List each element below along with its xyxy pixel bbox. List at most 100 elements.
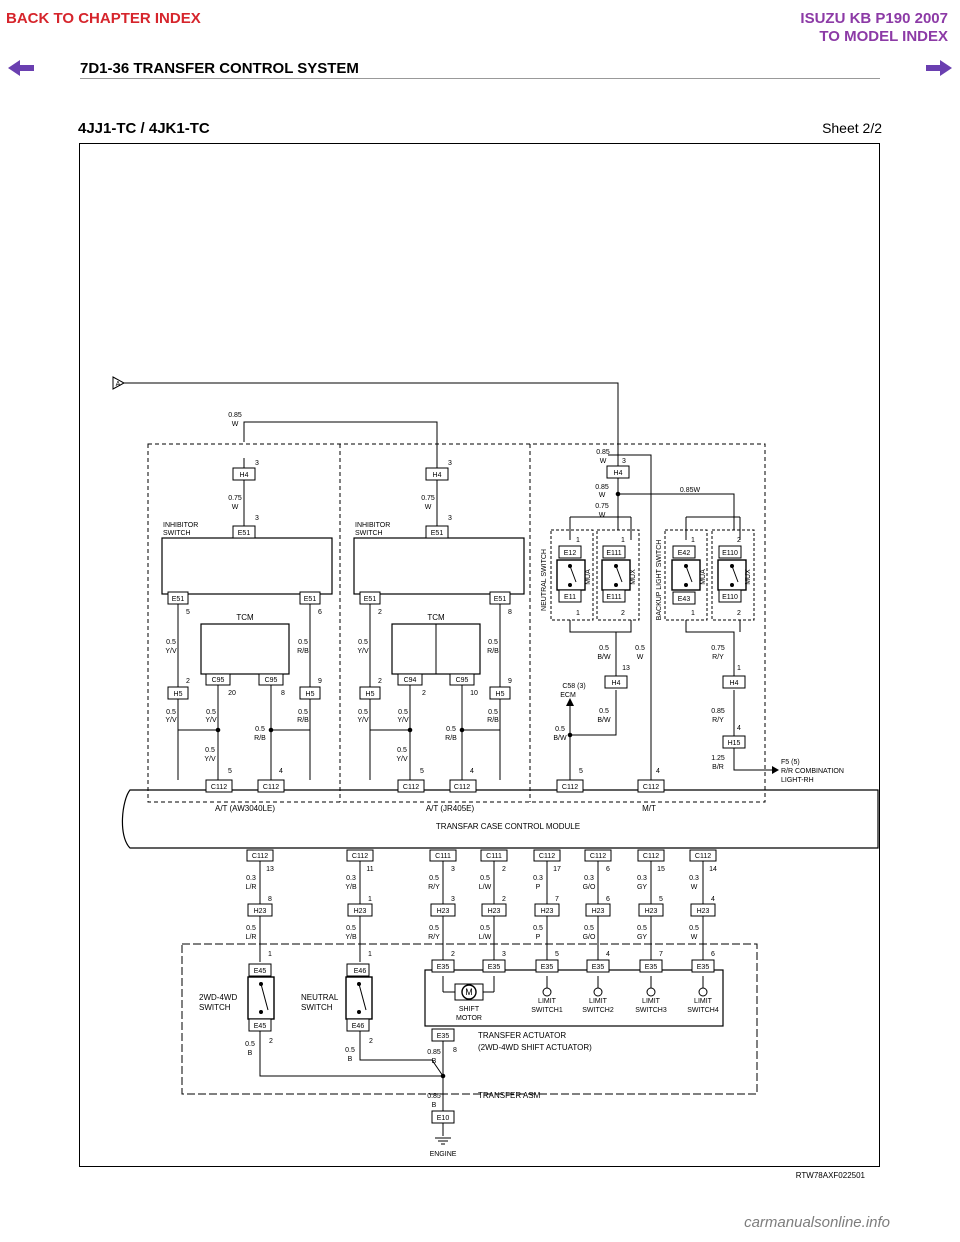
pin-number: 3 <box>451 866 455 873</box>
motor-icon <box>454 983 484 1001</box>
backup-light-switch-label: BACKUP LIGHT SWITCH <box>656 540 663 621</box>
pin-number: 2 <box>378 678 382 685</box>
limit-switch-label: LIMIT <box>694 998 713 1005</box>
variant-label: MUX <box>630 569 637 585</box>
wire-color: R/Y <box>712 717 724 724</box>
wire-size: 0.85 <box>595 484 609 491</box>
connector-label: H23 <box>437 908 450 915</box>
header-rule <box>80 78 880 79</box>
pin-number: 3 <box>622 458 626 465</box>
wire-size: 0.5 <box>635 645 645 652</box>
wire-size: 0.3 <box>584 875 594 882</box>
variant-label: MUX <box>745 569 752 585</box>
pin-number: 1 <box>576 537 580 544</box>
connector-label: C112 <box>454 784 470 791</box>
pin-number: 1 <box>737 665 741 672</box>
pin-number: 11 <box>366 866 373 873</box>
limit-switch-label: SWITCH2 <box>582 1007 614 1014</box>
wire-color: Y/V <box>357 648 369 655</box>
wire-color: L/W <box>479 934 492 941</box>
wire-size: 0.3 <box>689 875 699 882</box>
wire-size: 0.5 <box>429 875 439 882</box>
wire-size: 0.5 <box>555 726 565 733</box>
pin-number: 2 <box>737 537 741 544</box>
wire-size: 0.5 <box>206 709 216 716</box>
wire-size: 0.5 <box>599 708 609 715</box>
wire-size: 0.5 <box>346 925 356 932</box>
wire-size: 0.5 <box>488 639 498 646</box>
wire-size: 0.5 <box>166 639 176 646</box>
connector-label: H15 <box>728 740 741 747</box>
connector-label: E46 <box>354 968 367 975</box>
wire-color: W <box>599 492 606 499</box>
wiring-diagram-frame <box>79 143 880 1167</box>
pin-number: 6 <box>318 609 322 616</box>
pin-number: 2 <box>186 678 190 685</box>
section-name: M/T <box>642 804 656 813</box>
model-index-link[interactable]: ISUZU KB P190 2007 TO MODEL INDEX <box>800 10 948 46</box>
pin-number: 6 <box>606 896 610 903</box>
wire-color: G/O <box>583 884 596 891</box>
wire-size: 0.5 <box>246 925 256 932</box>
connector-label: H23 <box>254 908 267 915</box>
pin-number: 5 <box>659 896 663 903</box>
limit-switch-label: SWITCH4 <box>687 1007 719 1014</box>
connector-label: C112 <box>211 784 227 791</box>
connector-label: E35 <box>541 964 554 971</box>
wire-color: Y/V <box>396 756 408 763</box>
wire-color: P <box>536 884 541 891</box>
connector-label: C111 <box>486 853 502 860</box>
pin-number: 17 <box>553 866 561 873</box>
wire-color: B/R <box>712 764 724 771</box>
pin-number: 3 <box>448 460 452 467</box>
wire-color: R/B <box>487 648 499 655</box>
pin-number: 8 <box>453 1047 457 1054</box>
connector-label: E43 <box>678 596 691 603</box>
wire-color: L/W <box>479 884 492 891</box>
pin-number: 2 <box>737 610 741 617</box>
wire-size: 0.5 <box>358 709 368 716</box>
wire-size: 0.5 <box>205 747 215 754</box>
nav-next-icon[interactable] <box>924 58 954 78</box>
connector-label: E45 <box>254 1023 267 1030</box>
wire-size: 0.5 <box>397 747 407 754</box>
connector-label: C112 <box>539 853 555 860</box>
connector-label: H4 <box>614 470 623 477</box>
connector-label: E42 <box>678 550 691 557</box>
wire-color: W <box>691 934 698 941</box>
nav-prev-icon[interactable] <box>6 58 36 78</box>
connector-label: H5 <box>366 691 375 698</box>
pin-number: 2 <box>422 690 426 697</box>
wire-size: 0.5 <box>398 709 408 716</box>
neutral-switch-label: NEUTRAL <box>301 993 339 1002</box>
wire-color: R/B <box>445 735 457 742</box>
2wd-4wd-switch-label: 2WD-4WD <box>199 993 237 1002</box>
shift-motor-label: MOTOR <box>456 1015 482 1022</box>
wire-color: GY <box>637 934 647 941</box>
pin-number: 1 <box>576 610 580 617</box>
to-model-index[interactable]: TO MODEL INDEX <box>819 28 948 45</box>
pin-number: 8 <box>268 896 272 903</box>
pin-number: 2 <box>269 1038 273 1045</box>
connector-label: E45 <box>254 968 267 975</box>
motor-icon-letter: M <box>465 987 473 997</box>
wire-color: R/B <box>487 717 499 724</box>
wire-color: Y/B <box>345 884 357 891</box>
connector-label: E51 <box>172 596 185 603</box>
pin-number: 3 <box>451 896 455 903</box>
inhibitor-switch-label: SWITCH <box>163 530 191 537</box>
pin-number: 9 <box>318 678 322 685</box>
back-to-chapter-index-link[interactable]: BACK TO CHAPTER INDEX <box>6 10 201 27</box>
wire-size: 0.5 <box>255 726 265 733</box>
connector-label: C111 <box>435 853 451 860</box>
connector-label: E51 <box>304 596 317 603</box>
tcm-label: TCM <box>427 613 445 622</box>
connector-label: E110 <box>722 550 738 557</box>
wire-color: R/B <box>297 648 309 655</box>
pin-number: 5 <box>420 768 424 775</box>
wire-color: B <box>248 1050 253 1057</box>
wire-size: 0.85 <box>427 1049 441 1056</box>
connector-label: C95 <box>456 677 469 684</box>
wire-size: 0.5 <box>533 925 543 932</box>
connector-label: E110 <box>722 594 738 601</box>
